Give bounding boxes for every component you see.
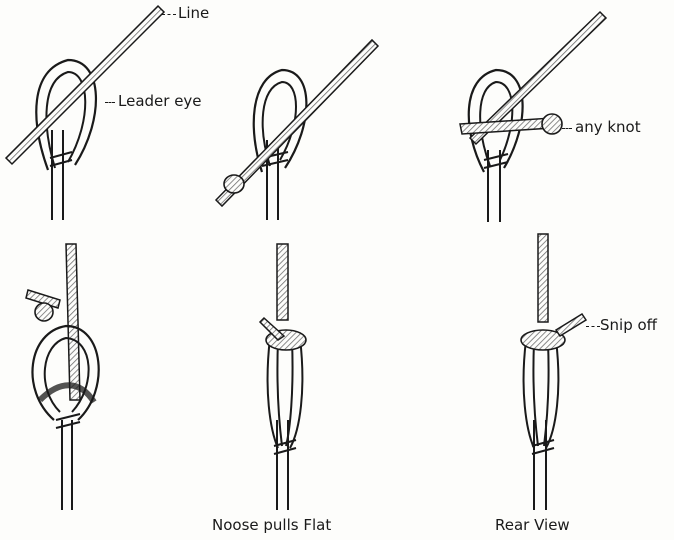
noose-caption: Noose pulls Flat (212, 516, 331, 534)
snip-off-leader (586, 326, 600, 327)
leader-eye-label: Leader eye (118, 92, 202, 110)
step-6-figure (521, 234, 586, 510)
step-1-figure (6, 6, 164, 220)
leader-eye-leader (105, 102, 115, 103)
snip-off-label: Snip off (600, 316, 657, 334)
rear-view-caption: Rear View (495, 516, 570, 534)
any-knot-leader (562, 128, 572, 129)
step-4-figure (26, 244, 99, 510)
step-3-figure (460, 12, 606, 222)
any-knot-label: any knot (575, 118, 641, 136)
line-label: Line (178, 4, 209, 22)
line-leader (162, 14, 176, 15)
step-2-figure (216, 40, 378, 220)
step-5-figure (260, 244, 306, 510)
